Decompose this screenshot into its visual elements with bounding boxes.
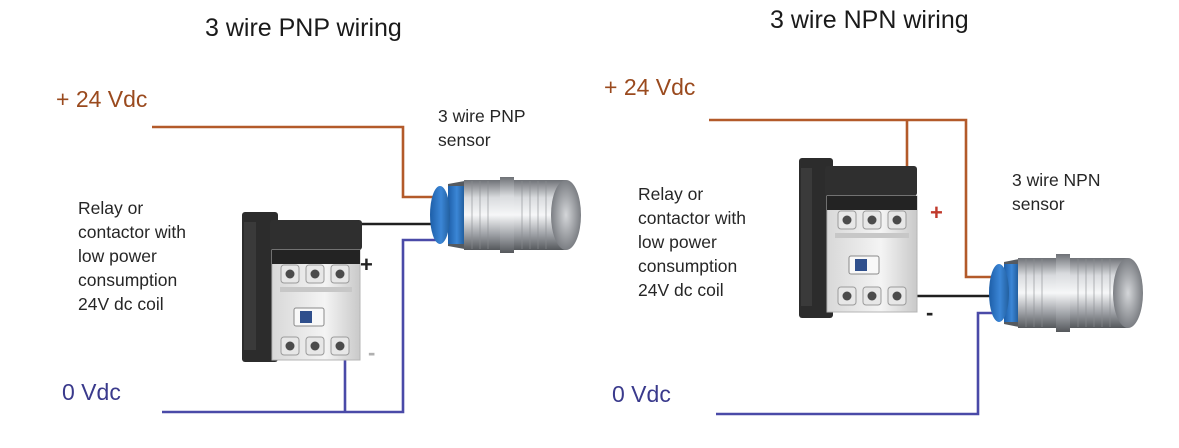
pnp-coil-plus-label: +: [360, 252, 373, 277]
pnp-negative-wire: [162, 238, 440, 414]
npn-supply-positive-label: + 24 Vdc: [604, 74, 696, 100]
pnp-relay: [242, 212, 362, 362]
pnp-supply-positive-label: + 24 Vdc: [56, 86, 148, 112]
pnp-supply-negative-label: 0 Vdc: [62, 379, 121, 405]
npn-coil-minus-label: -: [926, 300, 934, 325]
pnp-sensor-label: 3 wire PNP sensor: [438, 106, 526, 150]
pnp-sensor: [430, 177, 581, 253]
npn-title: 3 wire NPN wiring: [770, 6, 969, 34]
npn-coil-plus-label: +: [930, 200, 943, 225]
npn-relay-label: Relay or contactor with low power consum…: [638, 184, 746, 300]
npn-sensor: [989, 254, 1143, 332]
pnp-positive-wire: [152, 125, 440, 199]
npn-sensor-label: 3 wire NPN sensor: [1012, 170, 1101, 214]
npn-relay: [799, 158, 918, 318]
pnp-relay-label: Relay or contactor with low power consum…: [78, 198, 186, 314]
npn-supply-negative-label: 0 Vdc: [612, 381, 671, 407]
npn-negative-wire: [716, 311, 1000, 416]
pnp-coil-minus-label: -: [368, 340, 376, 365]
pnp-title: 3 wire PNP wiring: [205, 14, 402, 42]
